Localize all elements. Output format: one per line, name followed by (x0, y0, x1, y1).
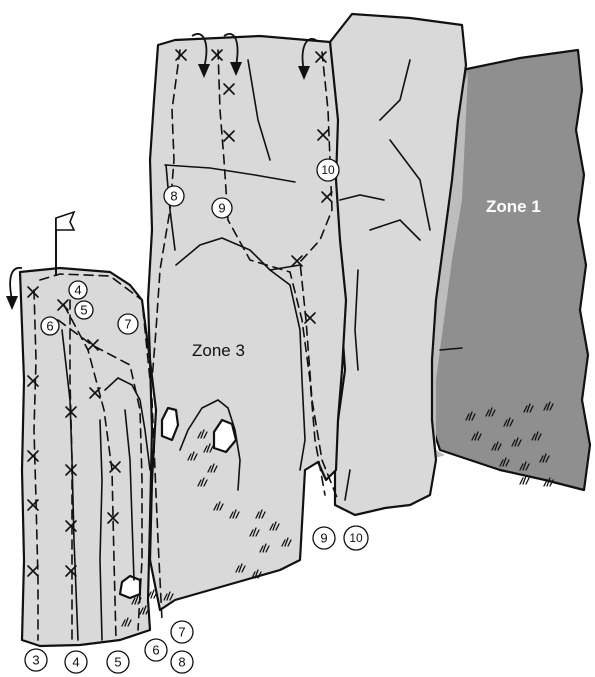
svg-text:8: 8 (170, 189, 177, 204)
svg-text:9: 9 (320, 531, 327, 546)
route-number-base-4: 4 (65, 651, 87, 673)
route-number-top-10: 10 (317, 159, 339, 181)
svg-text:7: 7 (178, 625, 185, 640)
route-number-top-8: 8 (164, 186, 184, 206)
svg-text:8: 8 (178, 655, 185, 670)
route-number-top-5: 5 (75, 301, 93, 319)
route-number-base-3: 3 (25, 649, 47, 671)
route-number-base-8: 8 (171, 651, 193, 673)
svg-text:5: 5 (80, 303, 87, 318)
route-number-base-9: 9 (313, 527, 335, 549)
svg-text:4: 4 (72, 655, 79, 670)
flag-icon (56, 212, 74, 276)
route-number-base-10: 10 (344, 526, 368, 550)
zone-1-label: Zone 1 (486, 197, 541, 216)
route-number-top-4: 4 (69, 281, 87, 299)
svg-text:5: 5 (114, 655, 121, 670)
svg-text:9: 9 (218, 201, 225, 216)
route-number-top-6: 6 (41, 317, 59, 335)
route-number-top-7: 7 (118, 314, 138, 334)
route-number-top-9: 9 (212, 198, 232, 218)
svg-text:10: 10 (349, 531, 363, 545)
route-number-base-7: 7 (171, 621, 193, 643)
zone-3-label: Zone 3 (192, 341, 245, 360)
route-number-base-6: 6 (145, 639, 167, 661)
svg-text:6: 6 (152, 643, 159, 658)
route-number-base-5: 5 (107, 651, 129, 673)
svg-text:6: 6 (46, 319, 53, 334)
svg-text:7: 7 (124, 317, 131, 332)
svg-text:10: 10 (321, 163, 335, 177)
svg-text:4: 4 (74, 283, 81, 298)
zone-3-block (148, 36, 346, 610)
svg-text:3: 3 (32, 653, 39, 668)
